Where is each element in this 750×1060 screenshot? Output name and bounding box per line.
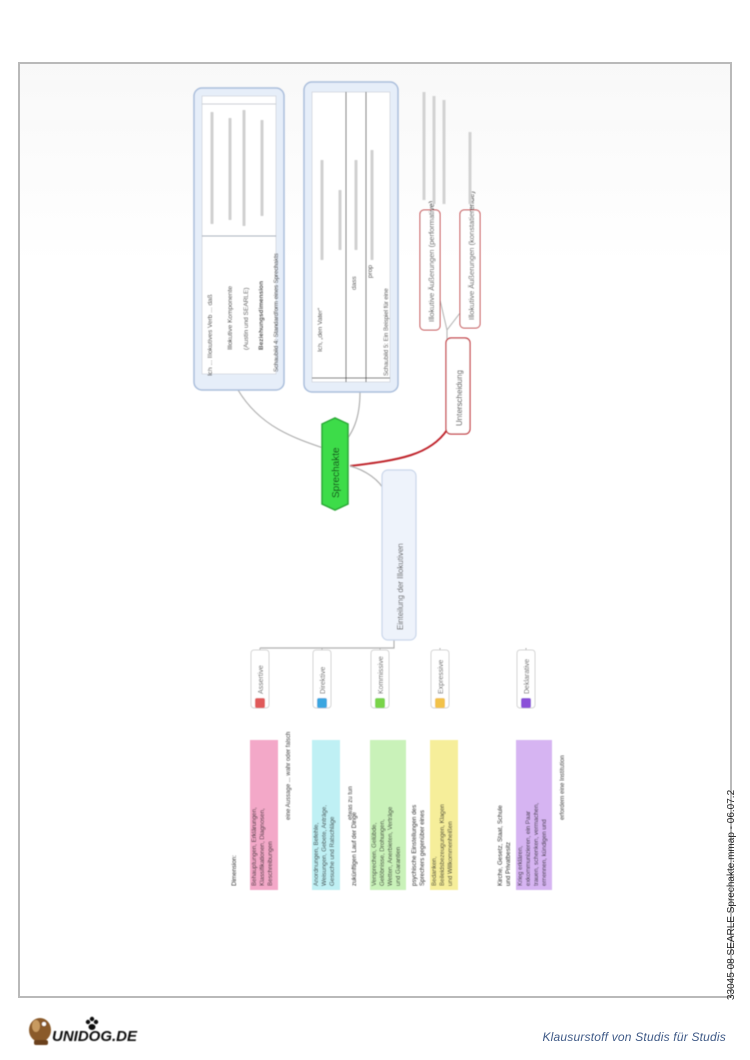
einteilung-node[interactable]: Einteilung der Illokutiven (381, 469, 417, 641)
category-label: Assertive (258, 665, 265, 694)
category-desc-line: Klassifikationen, Diagnosen, (259, 808, 266, 886)
schaubild5-line-1: Ich, „den Vater“ (317, 308, 324, 352)
schaubild4-line-4: Beziehungsdimension (258, 281, 265, 350)
category-desc-line: Beschreibungen (267, 841, 274, 886)
unterscheidung-node[interactable]: Unterscheidung (445, 337, 471, 435)
category-desc-line: Weisungen, Gebete, Anträge, (321, 805, 328, 886)
category-label: Deklarative (524, 659, 531, 694)
unidog-logo (29, 1016, 99, 1045)
schaubild4-line-1: Ich ... Illokutives Verb ... daß (207, 294, 214, 376)
schaubild5-line-3: prop (367, 265, 374, 278)
category-desc-box (516, 740, 552, 890)
right-child-konstatierend: Illokutive Äußerungen (konstatierende) (459, 191, 481, 329)
category-top-line: zukünftigen Lauf der Dinge (351, 811, 358, 886)
category-label: Expressive (438, 660, 445, 694)
category-desc-line: trauen, schenken, vermachen, (533, 802, 540, 886)
category-extra: etwas zu tun (348, 786, 354, 820)
right-child-performative-label: Illokutive Äußerungen (performative) (427, 200, 436, 322)
category-desc-line: Krieg erklären, (517, 845, 524, 886)
category-top-line: Sprechers gegenüber eines (419, 810, 426, 886)
category-desc-line: exkommunizieren, ein Paar (525, 811, 532, 886)
file-label: 33045 08 SEARLE Sprechakte.mmap - 06.07.… (726, 789, 737, 1000)
category-desc-line: ernennen, kündigen und (541, 819, 548, 886)
category-top-line: Kirche, Gesetz, Staat, Schule (497, 805, 504, 886)
right-blur-notes (422, 92, 472, 204)
category-desc-box (312, 740, 340, 890)
category-label: Kommissive (378, 656, 385, 694)
right-child-performative: Illokutive Äußerungen (performative) (419, 200, 441, 331)
category-desc-line: Gelöbnisse, Drohungen, (379, 819, 386, 886)
einteilung-label: Einteilung der Illokutiven (396, 543, 405, 630)
schaubild4-blur-lines (210, 110, 264, 226)
schaubild4-box: Ich ... Illokutives Verb ... daß Illokut… (193, 87, 285, 391)
category-desc-line: Behauptungen, Erklärungen, (251, 807, 258, 886)
schaubild5-caption: Schaubild 5: Ein Beispiel für eine (384, 288, 390, 376)
category-desc-line: Gesuche und Ratschläge (329, 816, 336, 886)
category-top-line: Dimension: (231, 855, 238, 886)
category-extra: eine Aussage ... wahr oder falsch (286, 732, 292, 820)
unterscheidung-label: Unterscheidung (455, 370, 464, 426)
schaubild5-blur-lines (320, 150, 374, 260)
category-desc-line: und Garantien (395, 846, 402, 886)
category-desc-line: Versprechen, Gelübde, (371, 822, 378, 886)
connector-unterscheidung (349, 429, 448, 467)
category-top-line: psychische Einstellungen des (411, 805, 418, 886)
unidog-brand: UNIDOG.DE (52, 1028, 138, 1045)
category-dot (375, 698, 385, 708)
category-desc-line: Wetten, Anerbieten, Verträge (387, 806, 394, 886)
central-node-label: Sprechakte (331, 447, 342, 498)
category-desc-line: Anordnungen, Befehle, (313, 822, 320, 886)
right-child-konstatierend-label: Illokutive Äußerungen (konstatierende) (467, 191, 476, 320)
category-expressive[interactable]: ExpressiveBedanken,Beileidsbezeugungen, … (411, 649, 458, 890)
category-desc-line: Bedanken, (431, 856, 438, 886)
connector-schaubild4 (237, 389, 336, 453)
connector-einteilung (349, 465, 386, 493)
schaubild5-line-2: dass (351, 276, 358, 290)
category-label: Direktive (320, 667, 327, 694)
category-desc-box (430, 740, 458, 890)
schaubild4-line-3: (Austin und SEARLE) (243, 287, 250, 350)
category-dot (255, 698, 265, 708)
category-dot (521, 698, 531, 708)
category-connectors (259, 648, 527, 708)
footer-tagline: Klausurstoff von Studis für Studis (542, 1030, 726, 1044)
schaubild4-caption: Schaubild 4: Standardform eines Sprechak… (274, 253, 280, 372)
connector-branch-trunk (260, 640, 395, 649)
category-dot (317, 698, 327, 708)
category-desc-line: und Willkommenheißen (447, 821, 454, 886)
category-dot (435, 698, 445, 708)
category-desc-line: Beileidsbezeugungen, Klagen (439, 804, 446, 886)
central-node[interactable]: Sprechakte (321, 417, 349, 511)
category-top-line: und Privatbesitz (505, 842, 512, 886)
schaubild5-box: Ich, „den Vater“ dass prop Schaubild 5: … (303, 81, 399, 393)
category-desc-box (250, 740, 278, 890)
category-extra: erfordern eine Institution (560, 755, 566, 820)
category-desc-box (370, 740, 406, 890)
schaubild4-line-2: Illokutive Komponente (227, 286, 234, 350)
